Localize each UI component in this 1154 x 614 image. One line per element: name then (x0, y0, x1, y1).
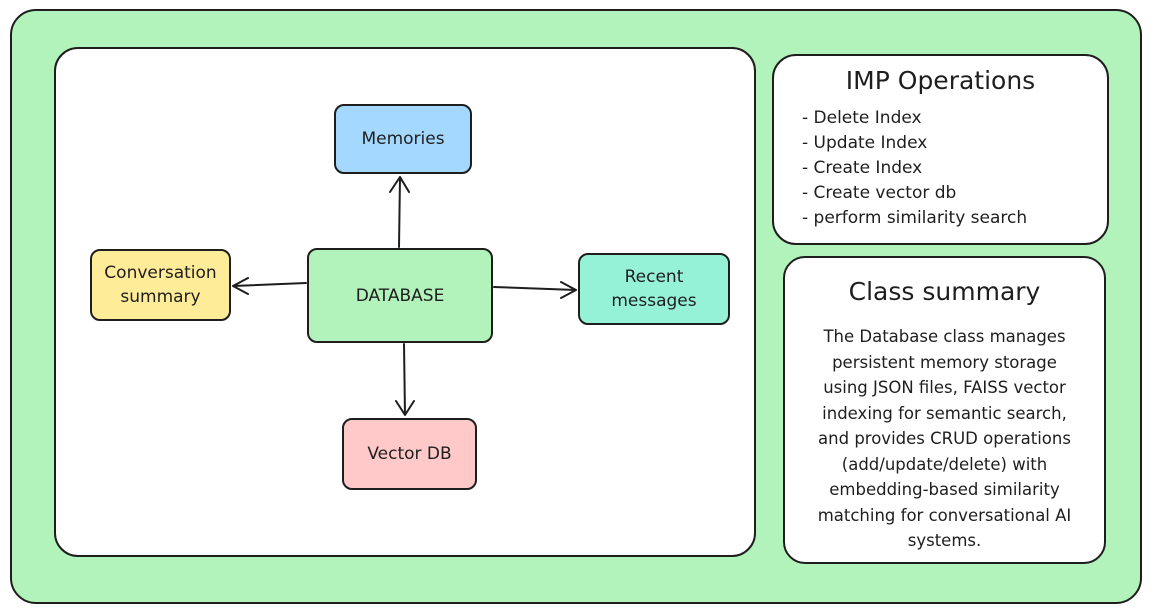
operations-list: - Delete Index - Update Index - Create I… (802, 106, 1027, 231)
conversation-summary-node: Conversation summary (90, 249, 231, 321)
summary-line: systems. (907, 531, 982, 550)
summary-line: The Database class manages (823, 327, 1066, 346)
vector-db-node: Vector DB (342, 418, 477, 490)
summary-line: using JSON files, FAISS vector (823, 378, 1066, 397)
conversation-summary-label-line2: summary (120, 287, 201, 307)
class-summary-title: Class summary (848, 277, 1041, 306)
recent-messages-label-line2: messages (611, 291, 697, 311)
operations-title: IMP Operations (845, 66, 1036, 95)
recent-messages-node: Recent messages (578, 253, 730, 325)
summary-line: (add/update/delete) with (841, 454, 1048, 474)
arrow-to-recent-messages (493, 281, 577, 299)
arrow-to-memories (389, 176, 410, 248)
summary-line: and provides CRUD operations (818, 429, 1071, 448)
operation-item: - perform similarity search (802, 208, 1028, 228)
summary-line: embedding-based similarity (829, 480, 1060, 499)
memories-node: Memories (334, 104, 472, 174)
summary-line: persistent memory storage (832, 352, 1057, 372)
vector-db-label: Vector DB (367, 444, 452, 464)
database-node: DATABASE (307, 248, 493, 343)
summary-line: matching for conversational AI (817, 505, 1072, 525)
arrow-to-conversation-summary (232, 277, 307, 295)
operation-item: - Delete Index (802, 108, 922, 128)
operation-item: - Update Index (802, 133, 928, 153)
database-label: DATABASE (355, 285, 445, 306)
operation-item: - Create Index (802, 158, 923, 178)
class-summary-text: The Database class manages persistent me… (791, 324, 1098, 554)
class-summary-panel: Class summary The Database class manages… (783, 256, 1106, 564)
recent-messages-label-line1: Recent (624, 267, 684, 287)
operations-panel: IMP Operations - Delete Index - Update I… (772, 54, 1109, 245)
summary-line: indexing for semantic search, (822, 403, 1067, 423)
arrow-to-vector-db (395, 343, 415, 416)
memories-label: Memories (361, 129, 445, 149)
operation-item: - Create vector db (802, 183, 957, 203)
conversation-summary-label-line1: Conversation (104, 263, 217, 283)
